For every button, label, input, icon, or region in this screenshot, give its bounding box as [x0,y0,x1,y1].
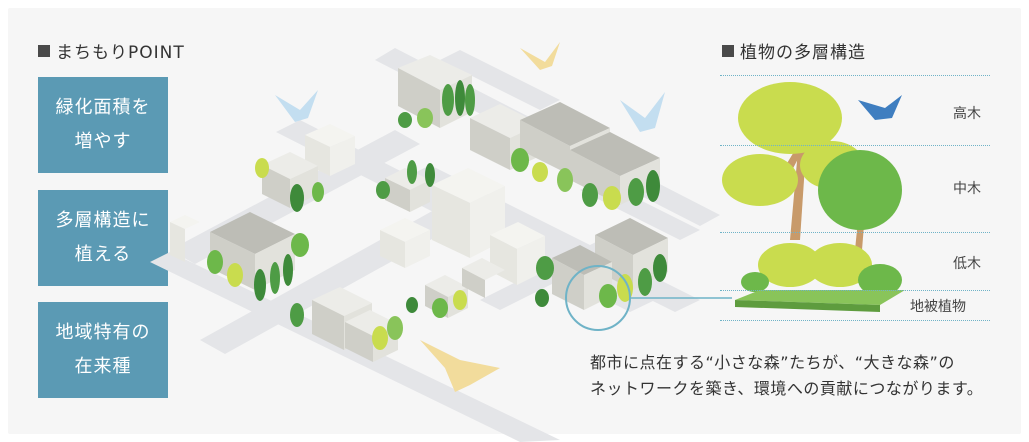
caption-line2: ネットワークを築き、環境への貢献につながります。 [590,379,984,398]
right-heading: 植物の多層構造 [722,38,866,63]
point-box-1: 緑化面積を 増やす [38,77,168,173]
caption: 都市に点在する“小さな森”たちが、“大きな森”の ネットワークを築き、環境への貢… [590,350,983,402]
square-bullet-icon [38,44,50,57]
left-heading-text: まちもりPOINT [56,43,185,63]
left-heading: まちもりPOINT [38,38,185,63]
point-3-line2: 在来種 [74,356,132,377]
layer-divider [720,145,990,146]
plant-layer-diagram [722,82,905,312]
point-box-2: 多層構造に 植える [38,190,168,286]
bird-icon [275,42,665,392]
right-heading-text: 植物の多層構造 [740,43,866,63]
caption-line1: 都市に点在する“小さな森”たちが、“大きな森”の [590,353,955,372]
point-1-line2: 増やす [74,131,132,152]
layer-divider [720,320,990,321]
point-1-line1: 緑化面積を [55,97,151,118]
point-2-line2: 植える [74,244,132,265]
layer-divider [720,232,990,233]
layer-label-mid-tree: 中木 [953,181,981,197]
layer-divider [720,290,990,291]
layer-divider [720,75,990,76]
point-box-3: 地域特有の 在来種 [38,302,168,398]
street-trees [207,80,667,350]
square-bullet-icon [722,44,734,57]
layer-label-low-tree: 低木 [953,256,981,272]
point-3-line1: 地域特有の [55,322,151,343]
layer-label-tall-tree: 高木 [953,106,981,122]
point-2-line1: 多層構造に [55,210,151,231]
layer-label-ground-cover: 地被植物 [910,299,966,315]
